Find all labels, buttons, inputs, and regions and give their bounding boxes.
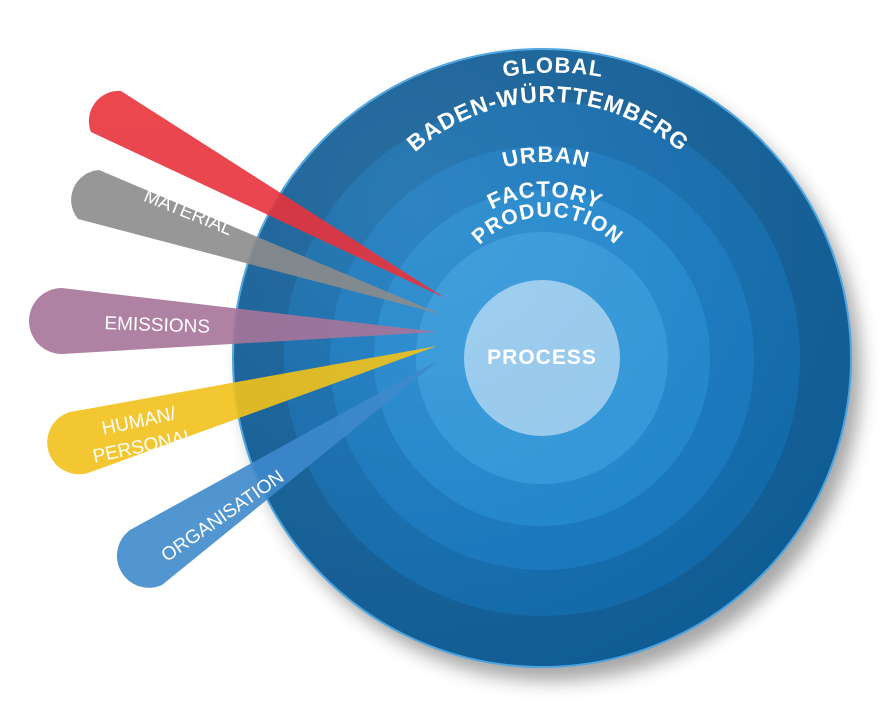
ring-label-global: GLOBAL xyxy=(501,52,606,82)
petals-group xyxy=(29,90,445,588)
petal-label-emissions: EMISSIONS xyxy=(104,313,210,338)
petal-human-personal xyxy=(47,346,438,475)
petal-organisation xyxy=(116,360,439,588)
rings-group xyxy=(232,48,852,668)
gloss-overlay xyxy=(233,49,851,667)
petal-emissions xyxy=(29,288,437,354)
ring-label-process: PROCESS xyxy=(487,346,597,369)
petal-energy xyxy=(88,90,445,298)
petal-material xyxy=(71,170,440,314)
